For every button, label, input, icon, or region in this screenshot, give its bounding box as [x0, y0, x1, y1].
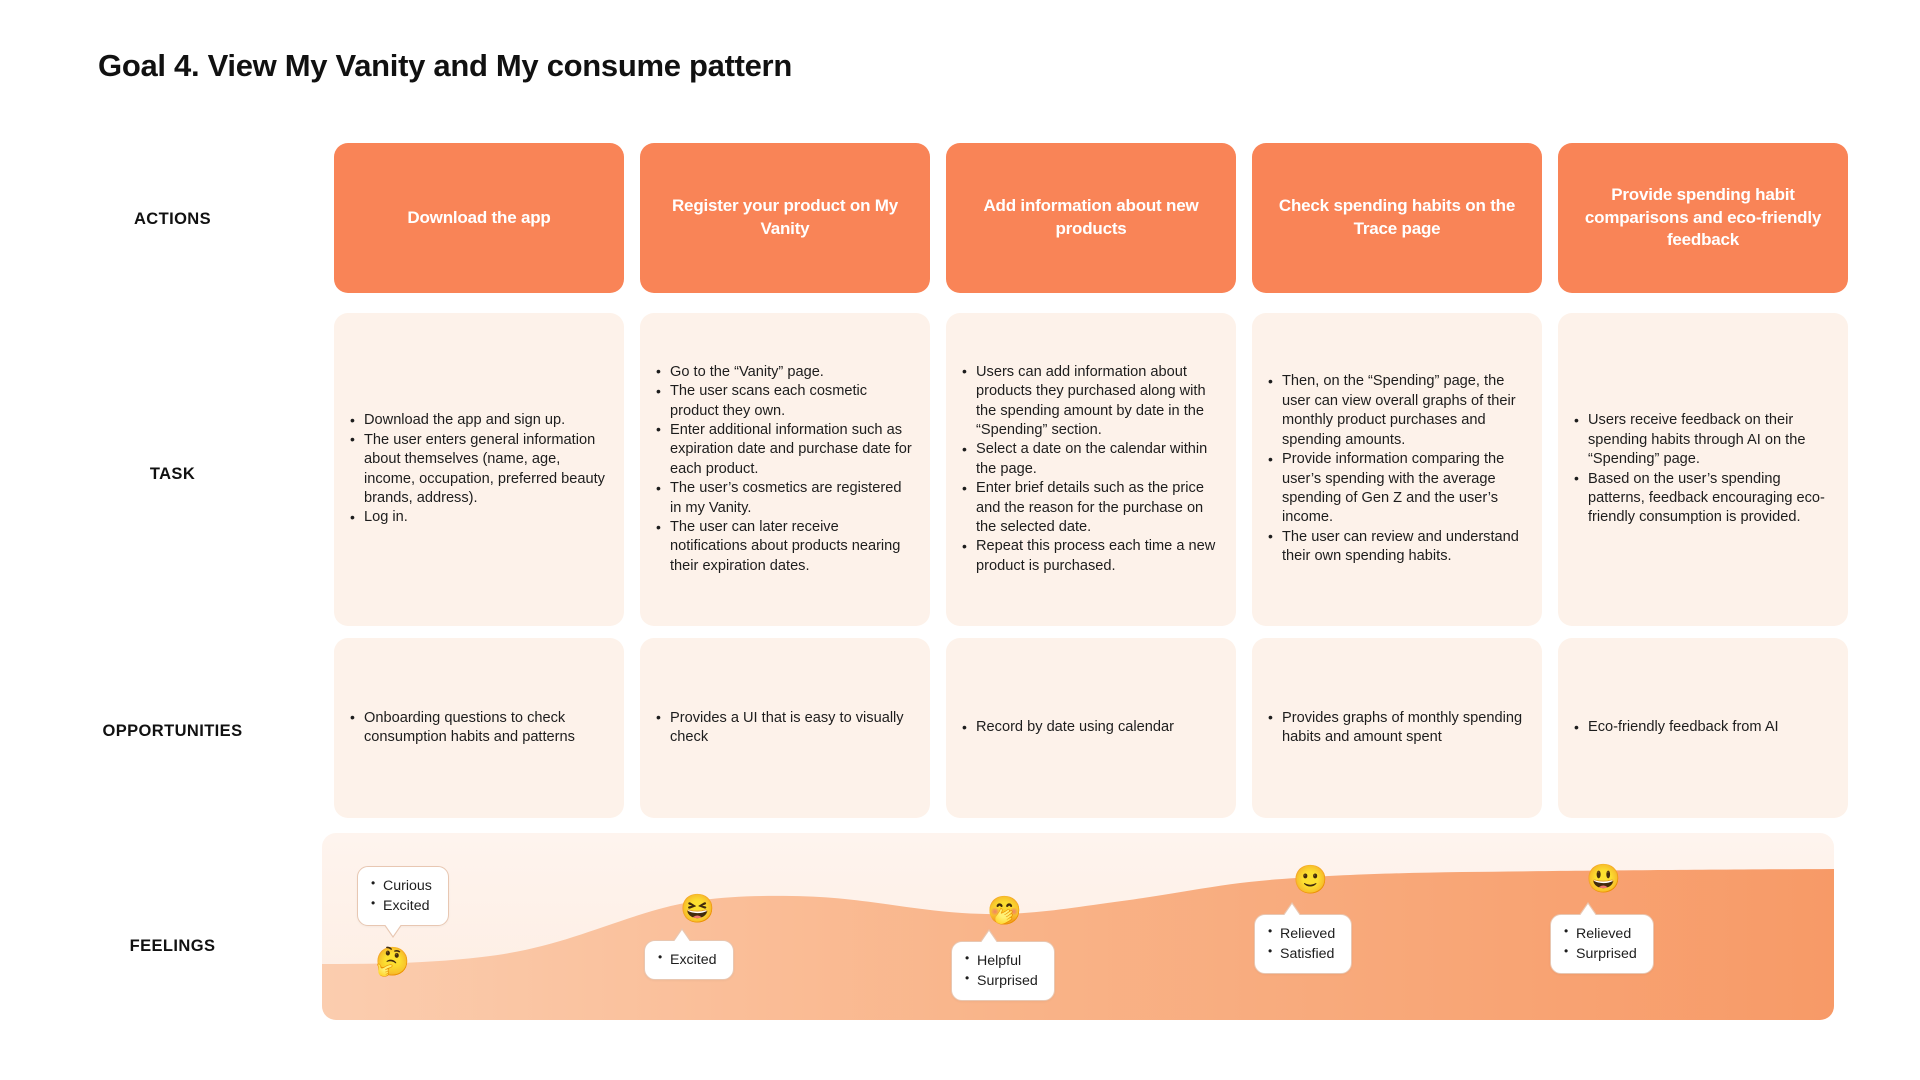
opportunity-list: Record by date using calendar [960, 718, 1218, 737]
action-card-label: Download the app [407, 207, 551, 227]
action-card[interactable]: Provide spending habit comparisons and e… [1558, 143, 1848, 293]
opportunity-card[interactable]: Provides graphs of monthly spending habi… [1252, 638, 1542, 818]
feeling-list: RelievedSatisfied [1267, 923, 1335, 964]
grinning-squinting-face-emoji: 😆 [680, 893, 715, 924]
feelings-band: 🤔 😆 🤭 🙂 😃 CuriousExcited Excited Helpful… [322, 833, 1834, 1020]
opportunity-card[interactable]: Onboarding questions to check consumptio… [334, 638, 624, 818]
emotion-curve-area [322, 869, 1834, 1020]
feeling-bubble[interactable]: HelpfulSurprised [951, 928, 1055, 1002]
list-item: Onboarding questions to check consumptio… [348, 708, 606, 748]
list-item: Satisfied [1267, 943, 1335, 964]
thinking-face-emoji: 🤔 [375, 946, 410, 977]
opportunity-card[interactable]: Provides a UI that is easy to visually c… [640, 638, 930, 818]
grinning-face-big-eyes-emoji: 😃 [1586, 863, 1621, 894]
list-item: Download the app and sign up. [348, 411, 606, 430]
list-item: Enter brief details such as the price an… [960, 479, 1218, 537]
list-item: The user enters general information abou… [348, 430, 606, 509]
feeling-bubble[interactable]: RelievedSurprised [1550, 901, 1654, 975]
action-card[interactable]: Add information about new products [946, 143, 1236, 293]
row-label-opportunities: OPPORTUNITIES [102, 722, 243, 740]
list-item: Helpful [964, 950, 1038, 971]
action-card-label: Check spending habits on the Trace page [1278, 196, 1516, 238]
list-item: Relieved [1563, 923, 1637, 944]
action-card-label: Add information about new products [983, 196, 1199, 238]
opportunity-card[interactable]: Eco-friendly feedback from AI [1558, 638, 1848, 818]
list-item: Surprised [964, 970, 1038, 991]
feeling-list: RelievedSurprised [1563, 923, 1637, 964]
list-item: Provides graphs of monthly spending habi… [1266, 708, 1524, 748]
action-card-label: Register your product on My Vanity [671, 196, 898, 238]
list-item: Then, on the “Spending” page, the user c… [1266, 372, 1524, 450]
list-item: Excited [657, 949, 717, 970]
list-item: Log in. [348, 508, 606, 527]
feeling-bubble[interactable]: Excited [644, 927, 734, 981]
list-item: Enter additional information such as exp… [654, 420, 912, 479]
task-list: Go to the “Vanity” page.The user scans e… [654, 362, 912, 576]
list-item: The user can review and understand their… [1266, 527, 1524, 567]
list-item: Go to the “Vanity” page. [654, 362, 912, 382]
row-label-feelings: FEELINGS [129, 937, 216, 955]
feeling-bubble[interactable]: RelievedSatisfied [1254, 901, 1353, 975]
task-list: Then, on the “Spending” page, the user c… [1266, 372, 1524, 566]
opportunity-card[interactable]: Record by date using calendar [946, 638, 1236, 818]
list-item: Users can add information about products… [960, 362, 1218, 441]
row-label-task: TASK [149, 465, 196, 483]
list-item: The user scans each cosmetic product the… [654, 382, 912, 421]
action-card[interactable]: Check spending habits on the Trace page [1252, 143, 1542, 293]
task-card[interactable]: Users receive feedback on their spending… [1558, 313, 1848, 626]
action-card-label: Provide spending habit comparisons and e… [1584, 185, 1822, 250]
task-card[interactable]: Download the app and sign up.The user en… [334, 313, 624, 626]
row-label-actions: ACTIONS [133, 210, 212, 228]
opportunity-list: Provides graphs of monthly spending habi… [1266, 708, 1524, 748]
list-item: Provides a UI that is easy to visually c… [654, 708, 912, 748]
list-item: Excited [370, 895, 432, 916]
list-item: Provide information comparing the user’s… [1266, 450, 1524, 528]
list-item: Select a date on the calendar within the… [960, 440, 1218, 479]
task-card[interactable]: Users can add information about products… [946, 313, 1236, 626]
feeling-list: Excited [657, 949, 717, 970]
slightly-smiling-face-emoji: 🙂 [1293, 864, 1328, 895]
face-with-hand-over-mouth-emoji: 🤭 [987, 895, 1022, 926]
list-item: The user’s cosmetics are registered in m… [654, 479, 912, 518]
opportunity-list: Onboarding questions to check consumptio… [348, 708, 606, 748]
feeling-list: CuriousExcited [370, 875, 432, 916]
task-list: Users receive feedback on their spending… [1572, 411, 1830, 527]
task-card[interactable]: Then, on the “Spending” page, the user c… [1252, 313, 1542, 626]
action-card[interactable]: Download the app [334, 143, 624, 293]
list-item: Record by date using calendar [960, 718, 1218, 737]
list-item: Relieved [1267, 923, 1335, 944]
list-item: Curious [370, 875, 432, 896]
task-list: Users can add information about products… [960, 362, 1218, 576]
list-item: Users receive feedback on their spending… [1572, 411, 1830, 469]
list-item: Repeat this process each time a new prod… [960, 537, 1218, 576]
feeling-list: HelpfulSurprised [964, 950, 1038, 991]
list-item: Surprised [1563, 943, 1637, 964]
list-item: The user can later receive notifications… [654, 518, 912, 576]
opportunity-list: Eco-friendly feedback from AI [1572, 718, 1830, 737]
emotion-curve-chart [322, 869, 1834, 1020]
list-item: Eco-friendly feedback from AI [1572, 718, 1830, 737]
task-card[interactable]: Go to the “Vanity” page.The user scans e… [640, 313, 930, 626]
list-item: Based on the user’s spending patterns, f… [1572, 469, 1830, 528]
action-card[interactable]: Register your product on My Vanity [640, 143, 930, 293]
feeling-bubble[interactable]: CuriousExcited [357, 866, 449, 939]
opportunity-list: Provides a UI that is easy to visually c… [654, 708, 912, 748]
page-title: Goal 4. View My Vanity and My consume pa… [98, 48, 792, 83]
task-list: Download the app and sign up.The user en… [348, 411, 606, 527]
